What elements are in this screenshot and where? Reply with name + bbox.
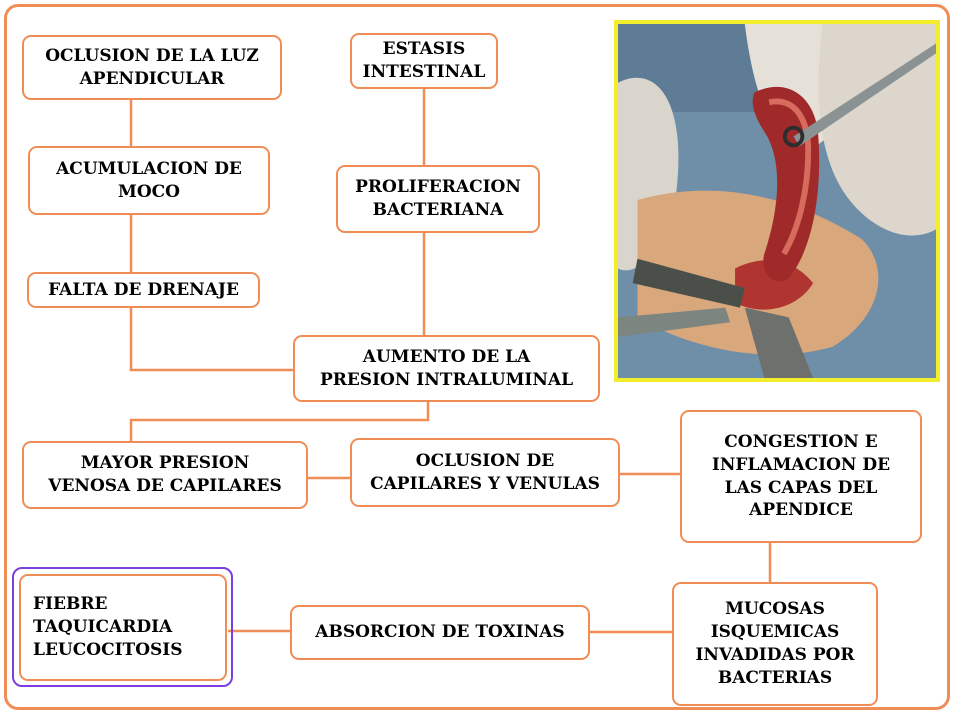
diagram-frame (4, 4, 950, 710)
box-mayor-presion-venosa: MAYOR PRESION VENOSA DE CAPILARES (22, 441, 308, 509)
connector-aumento-capilares (129, 402, 430, 441)
surgical-photo (614, 20, 940, 382)
box-oclusion-luz-apendicular: OCLUSION DE LA LUZ APENDICULAR (22, 35, 282, 100)
box-estasis-intestinal: ESTASIS INTESTINAL (350, 33, 498, 89)
box-sintomas: FIEBRE TAQUICARDIA LEUCOCITOSIS (19, 574, 227, 681)
highlight-outline (12, 567, 233, 687)
box-proliferacion-bacteriana: PROLIFERACION BACTERIANA (336, 165, 540, 233)
connector-falta-aumento (129, 308, 293, 372)
box-congestion-inflamacion: CONGESTION E INFLAMACION DE LAS CAPAS DE… (680, 410, 922, 543)
box-mucosas-isquemicas: MUCOSAS ISQUEMICAS INVADIDAS POR BACTERI… (672, 582, 878, 706)
box-oclusion-capilares-venulas: OCLUSION DE CAPILARES Y VENULAS (350, 438, 620, 507)
box-acumulacion-moco: ACUMULACION DE MOCO (28, 146, 270, 215)
box-absorcion-toxinas: ABSORCION DE TOXINAS (290, 605, 590, 660)
box-falta-drenaje: FALTA DE DRENAJE (27, 272, 260, 308)
box-aumento-presion-intraluminal: AUMENTO DE LA PRESION INTRALUMINAL (293, 335, 600, 402)
